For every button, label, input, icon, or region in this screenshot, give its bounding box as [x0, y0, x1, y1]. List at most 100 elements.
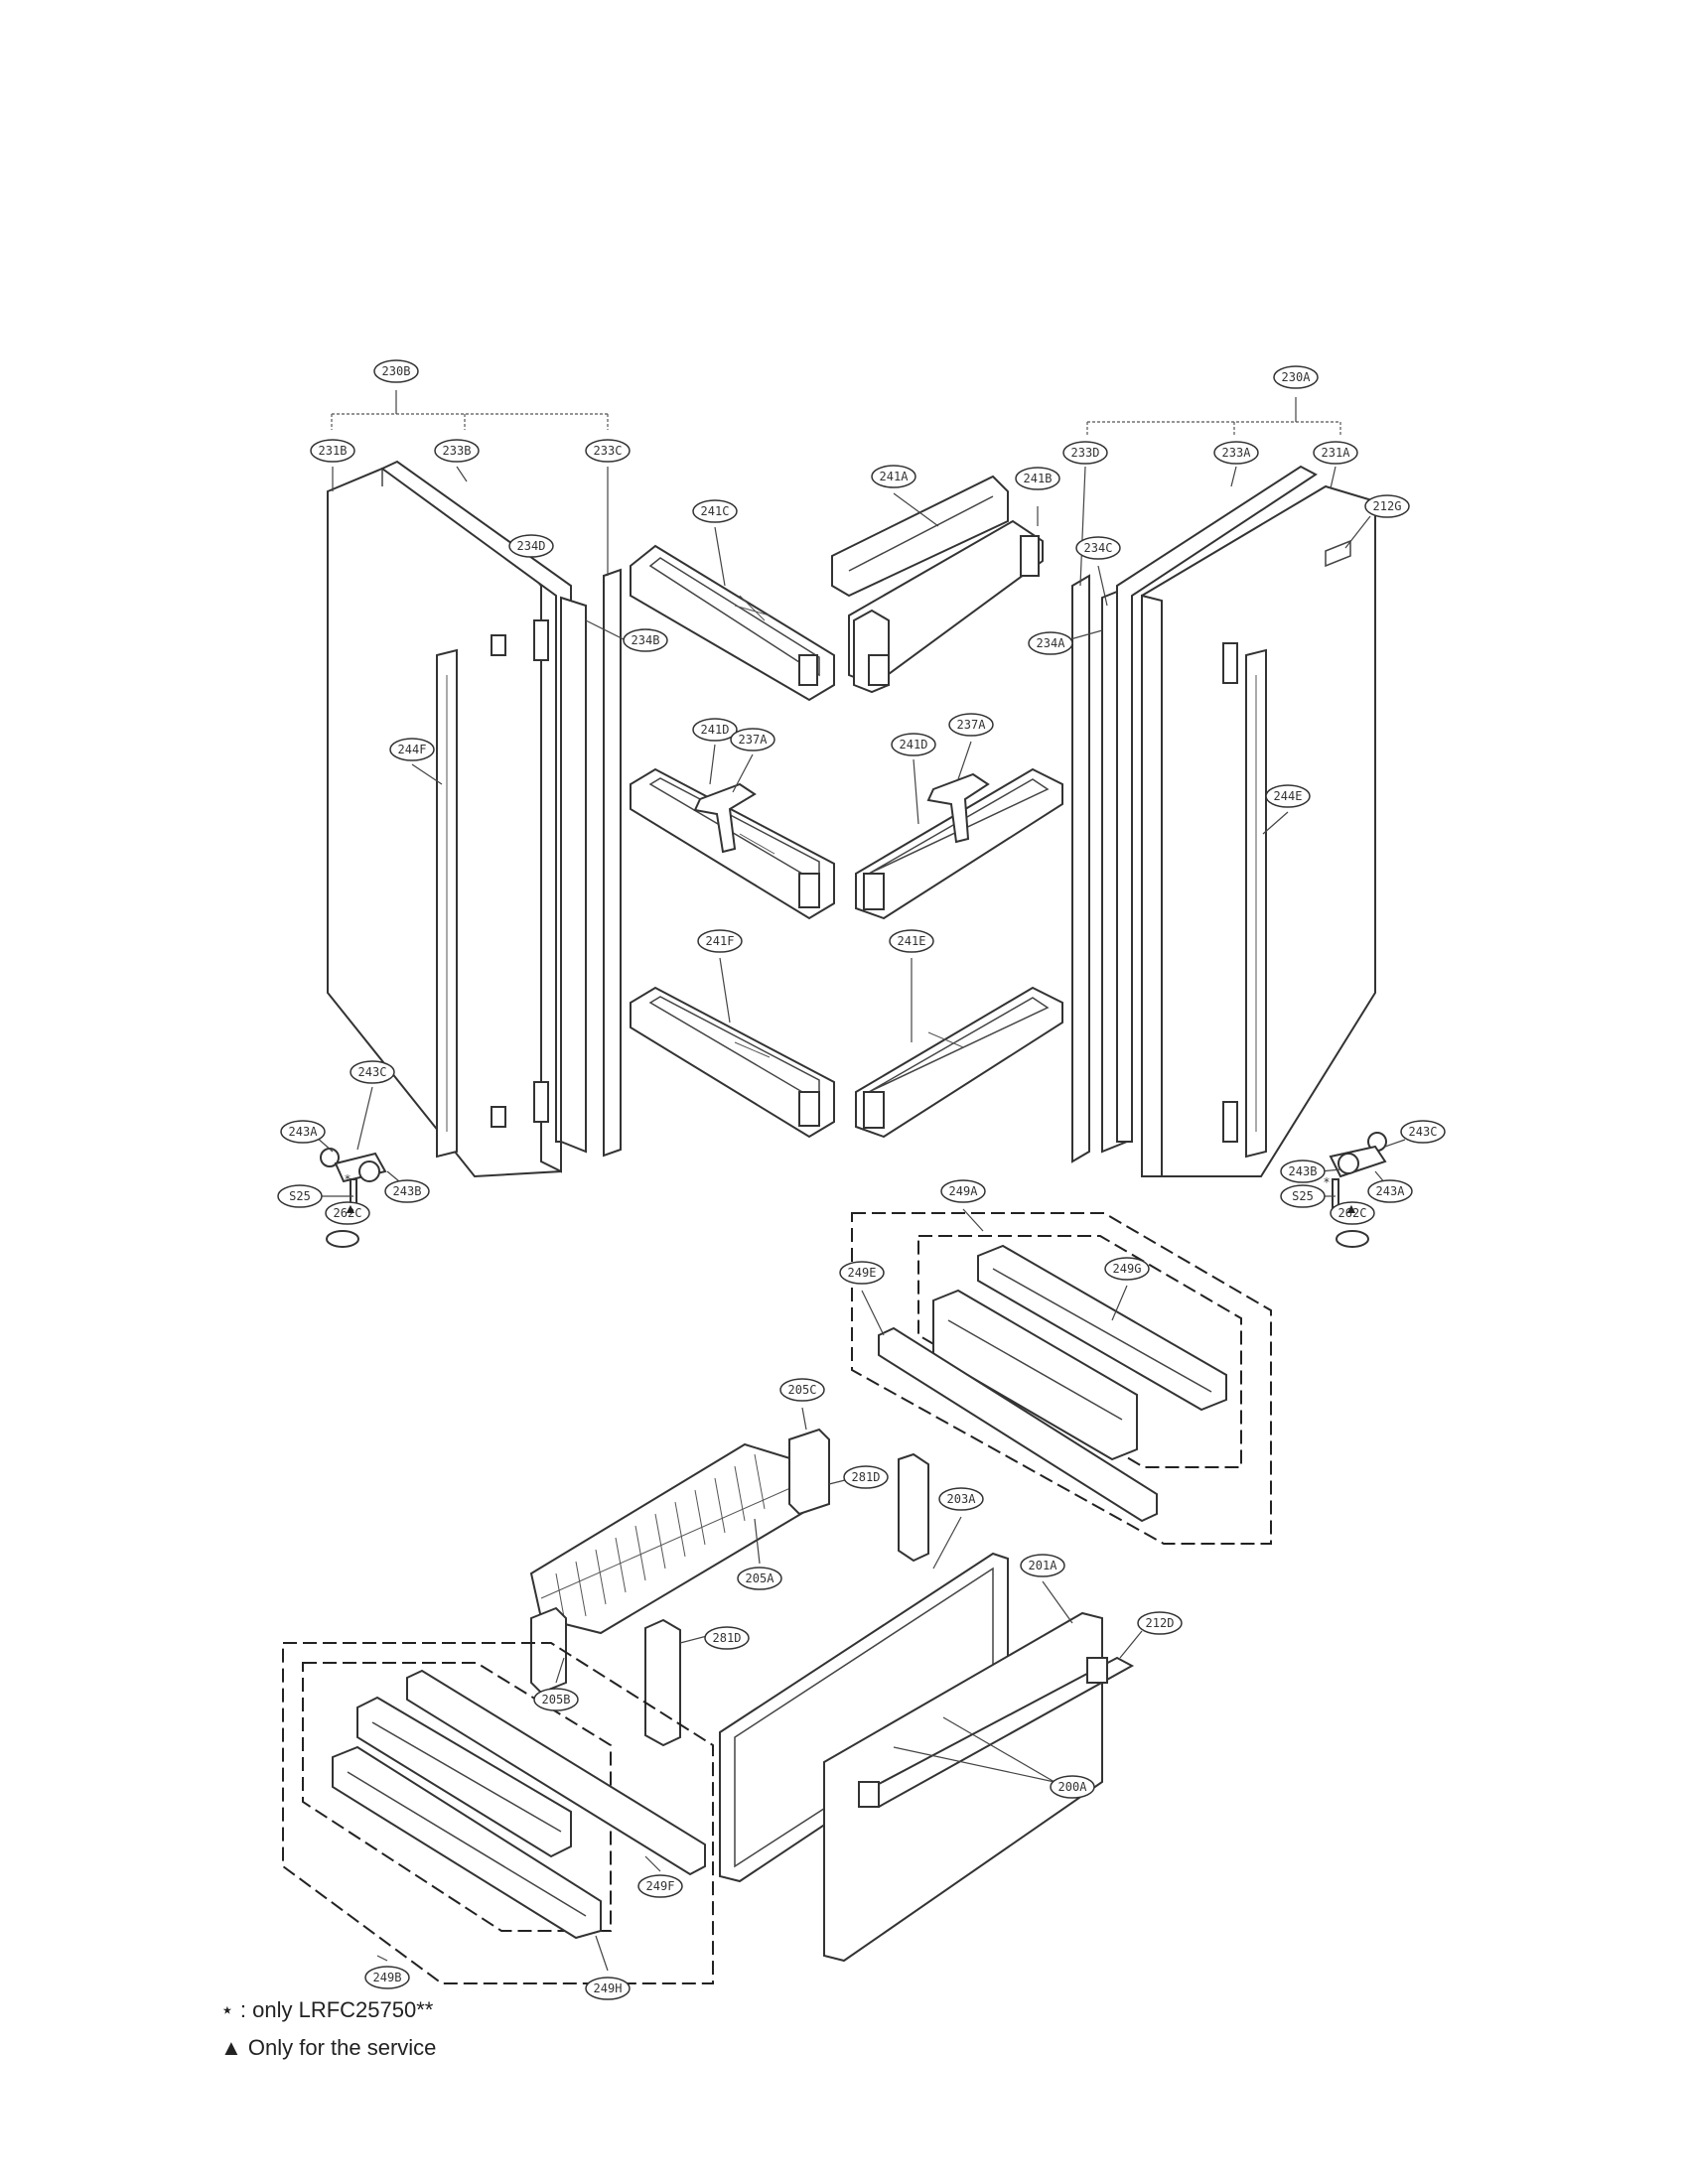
left-mullion-233C	[603, 568, 622, 1158]
group-border-249B	[282, 1642, 714, 1984]
callout-bubble	[389, 738, 435, 761]
callout-bubble	[434, 439, 480, 463]
group-border-249A	[851, 1212, 1272, 1545]
callout-label: 201A	[1029, 1559, 1058, 1572]
callout-243c-left: 243C	[350, 1060, 395, 1084]
callout-233d: 233D	[1062, 441, 1108, 465]
door-bin-241B	[848, 506, 1044, 694]
door-bin-241E	[855, 958, 1063, 1139]
callout-241d-right: 241D	[891, 733, 936, 756]
callout-243b-right: 243B	[1280, 1160, 1326, 1183]
callout-label: 249F	[646, 1879, 675, 1893]
callout-label: 230B	[382, 364, 411, 378]
callout-label: 243A	[289, 1125, 319, 1139]
callout-label: 233B	[443, 444, 472, 458]
callout-bubble	[1364, 494, 1410, 518]
callout-bubble	[1104, 1257, 1150, 1281]
callout-205c: 205C	[779, 1378, 825, 1402]
callout-s25-right: S25	[1280, 1184, 1326, 1208]
callout-label: 234D	[517, 539, 546, 553]
callout-bubble	[533, 1688, 579, 1711]
callout-249b: 249B	[364, 1966, 410, 1989]
callout-bubble	[737, 1567, 782, 1590]
callout-212g: 212G	[1364, 494, 1410, 518]
callout-230b: 230B	[373, 359, 419, 383]
callout-bubble	[889, 929, 934, 953]
callout-241c: 241C	[692, 499, 738, 523]
drawer-door-201A	[823, 1611, 1103, 1963]
callout-label: 244F	[398, 743, 427, 756]
callout-label: 262C	[334, 1206, 362, 1220]
svg-text:*: *	[1324, 1175, 1330, 1189]
callout-label: 234B	[632, 633, 660, 647]
callout-bubble	[1273, 365, 1319, 389]
callout-212d: 212D	[1137, 1611, 1183, 1635]
callout-label: 212D	[1146, 1616, 1175, 1630]
callout-label: 249E	[848, 1266, 877, 1280]
door-bin-241C	[630, 526, 835, 702]
callout-bubble	[948, 713, 994, 737]
callout-231a: 231A	[1313, 441, 1358, 465]
callout-label: 205C	[788, 1383, 817, 1397]
legend-model-note: ⋆ : only LRFC25750**	[220, 1997, 434, 2022]
callout-label: 241F	[706, 934, 735, 948]
callout-243a-right: 243A	[1367, 1179, 1413, 1203]
service-triangle-left: ▲	[344, 1200, 357, 1216]
callout-bubble	[697, 929, 743, 953]
callout-244e: 244E	[1265, 784, 1311, 808]
callout-bubble	[779, 1378, 825, 1402]
callout-bubble	[1265, 784, 1311, 808]
callout-label: 281D	[713, 1631, 742, 1645]
callout-label: 230A	[1282, 370, 1312, 384]
freezer-drawer	[719, 1516, 1143, 1963]
callout-bubble	[730, 728, 775, 751]
callout-bubble	[692, 718, 738, 742]
callout-234c: 234C	[1075, 536, 1121, 560]
left-door-assembly: *	[315, 390, 627, 1248]
callout-241a: 241A	[871, 465, 916, 488]
door-bin-241D-left	[630, 744, 835, 920]
callout-bubble	[1015, 467, 1060, 490]
callout-s25-left: S25	[277, 1184, 323, 1208]
callout-bubble	[1050, 1775, 1095, 1799]
basket-205A	[529, 1442, 810, 1635]
callout-label: 281D	[852, 1470, 881, 1484]
callout-241b: 241B	[1015, 467, 1060, 490]
callout-bubble	[843, 1465, 889, 1489]
callout-bubble	[871, 465, 916, 488]
basket-assembly	[529, 1407, 929, 1747]
callout-201a: 201A	[1020, 1554, 1065, 1577]
callout-label: 241B	[1024, 472, 1053, 485]
callout-label: 205B	[542, 1693, 571, 1706]
callout-label: 243A	[1376, 1184, 1406, 1198]
callout-bubble	[1028, 631, 1073, 655]
callout-200a: 200A	[1050, 1775, 1095, 1799]
callout-bubble	[637, 1874, 683, 1898]
callout-label: 233D	[1071, 446, 1100, 460]
callout-bubble	[373, 359, 419, 383]
callout-281d-mid: 281D	[704, 1626, 750, 1650]
callout-label: 241D	[900, 738, 928, 751]
callout-label: 233A	[1222, 446, 1252, 460]
callout-bubble	[585, 1977, 631, 2000]
callout-233b: 233B	[434, 439, 480, 463]
rail-group-249B	[282, 1642, 714, 1984]
callout-label: 249B	[373, 1971, 402, 1984]
callout-249e: 249E	[839, 1261, 885, 1285]
callout-244f: 244F	[389, 738, 435, 761]
callout-bubble	[1280, 1160, 1326, 1183]
rail-group-249A	[851, 1208, 1272, 1545]
callout-262c-left: 262C	[325, 1201, 370, 1225]
bracket-281D-mid	[644, 1618, 681, 1747]
callout-234d: 234D	[508, 534, 554, 558]
door-bin-241F	[630, 957, 835, 1139]
callout-205a: 205A	[737, 1567, 782, 1590]
callout-249h: 249H	[585, 1977, 631, 2000]
callout-bubble	[1075, 536, 1121, 560]
legend-service-note: ▲ Only for the service	[220, 2035, 437, 2060]
callout-bubble	[310, 439, 355, 463]
callout-bubble	[623, 628, 668, 652]
callout-bubble	[1062, 441, 1108, 465]
door-bins	[630, 475, 1063, 1139]
callout-243a-left: 243A	[280, 1120, 326, 1144]
